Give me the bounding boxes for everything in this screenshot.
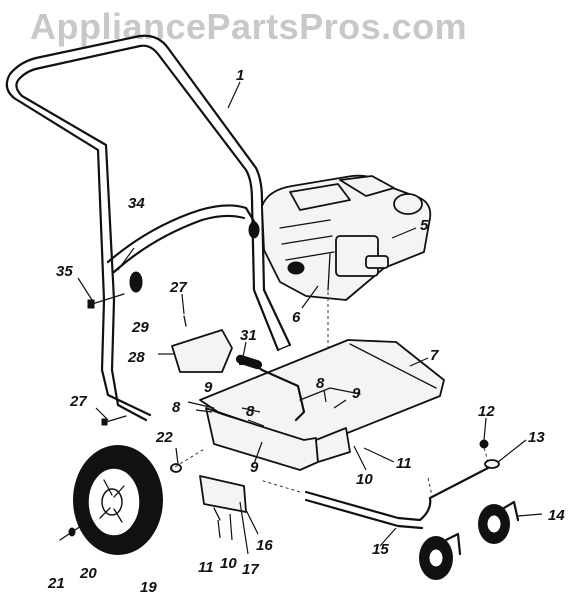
bolt-35: [91, 293, 125, 305]
callout-10-right: 10: [356, 471, 373, 488]
watermark: AppliancePartsPros.com: [30, 6, 468, 47]
callout-8-left: 8: [172, 399, 181, 416]
callout-8-top: 8: [316, 375, 325, 392]
callout-27-lower: 27: [69, 393, 87, 410]
pin-27-top: [183, 315, 187, 327]
front-axle-lower: [304, 498, 424, 530]
callout-31: 31: [240, 327, 257, 344]
callout-19: 19: [140, 579, 157, 596]
engine: [261, 174, 432, 301]
callout-11-right: 11: [396, 455, 412, 472]
callout-13: 13: [528, 429, 545, 446]
knob-icon: [129, 271, 143, 293]
clamp-icon: [248, 221, 260, 239]
front-axle-guide: [259, 479, 301, 493]
handle-foot: [277, 344, 291, 351]
callout-11-bottom: 11: [198, 559, 214, 576]
washer-13: [484, 459, 500, 469]
callout-17: 17: [242, 561, 259, 578]
bolt-head-icon: [87, 299, 95, 309]
nut-12-icon: [479, 439, 489, 449]
callout-9-bottom: 9: [250, 459, 259, 476]
callout-10-bottom: 10: [220, 555, 237, 572]
callout-12: 12: [478, 403, 495, 420]
caster-wheel-right: [478, 500, 520, 544]
front-axle: [304, 466, 490, 522]
bolt-11: [213, 507, 221, 521]
bracket-28: [171, 329, 233, 373]
callout-29: 29: [131, 319, 149, 336]
leader-lines: [77, 81, 543, 555]
caster-wheel-left: [419, 532, 462, 580]
handle-frame: [5, 34, 292, 417]
callout-16: 16: [256, 537, 273, 554]
callout-7: 7: [430, 347, 439, 364]
rear-wheel: [73, 445, 163, 555]
callout-14: 14: [548, 507, 565, 524]
bushing-22: [170, 463, 182, 473]
washer-20-icon: [68, 527, 76, 537]
chassis-side: [315, 427, 351, 463]
callout-21: 21: [47, 575, 65, 592]
callout-9-left: 9: [204, 379, 213, 396]
lever-grip-icon: [235, 354, 263, 370]
callout-5: 5: [420, 217, 429, 234]
callout-6: 6: [292, 309, 301, 326]
callout-15: 15: [372, 541, 389, 558]
pin-27-lower: [105, 415, 127, 423]
callout-22: 22: [155, 429, 173, 446]
handle-frame-inner: [15, 44, 280, 422]
engine-bolt: [327, 253, 331, 291]
callout-28: 28: [127, 349, 145, 366]
callout-34: 34: [128, 195, 145, 212]
plate-16: [199, 475, 247, 513]
cross-bar: [106, 204, 260, 264]
callout-8-mid: 8: [246, 403, 255, 420]
callout-1: 1: [236, 67, 244, 84]
callout-9-right: 9: [352, 385, 361, 402]
caster-guide-a: [427, 477, 433, 497]
cross-bar-inner: [112, 214, 246, 274]
pin-head-icon: [101, 418, 108, 426]
callout-20: 20: [79, 565, 97, 582]
axle-guide: [169, 447, 207, 471]
callout-35: 35: [56, 263, 73, 280]
callout-27-top: 27: [169, 279, 187, 296]
